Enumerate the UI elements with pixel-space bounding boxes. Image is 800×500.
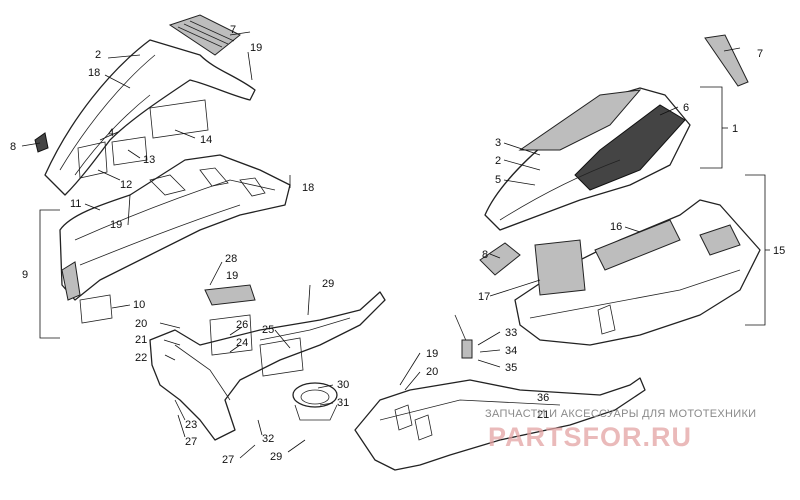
callout-21b: 21 — [537, 409, 549, 421]
callout-18b: 18 — [302, 182, 314, 194]
callout-6: 6 — [683, 102, 689, 114]
callout-13: 13 — [143, 154, 155, 166]
emblem-right-7 — [704, 34, 749, 87]
callout-labels: 7 19 2 18 8 4 14 13 12 18 11 19 9 28 19 … — [10, 24, 785, 466]
callout-34: 34 — [505, 345, 517, 357]
bracket-28 — [204, 284, 256, 306]
callout-21: 21 — [135, 334, 147, 346]
callout-7: 7 — [230, 24, 236, 36]
hood-upper-left — [34, 14, 256, 196]
hood-decals — [77, 99, 209, 179]
callout-19d: 19 — [426, 348, 438, 360]
callout-8b: 8 — [482, 249, 488, 261]
watermark-logo: PARTSFOR.RU — [488, 422, 692, 452]
vent-grille-8-right — [479, 242, 521, 276]
callout-19: 19 — [250, 42, 262, 54]
callout-4: 4 — [108, 127, 114, 139]
callout-30: 30 — [337, 379, 349, 391]
callout-19c: 19 — [226, 270, 238, 282]
decal-10 — [79, 294, 113, 324]
callout-35: 35 — [505, 362, 517, 374]
leader-lines — [21, 31, 770, 459]
callout-26: 26 — [236, 319, 248, 331]
side-panel-lower — [149, 284, 386, 441]
callout-15: 15 — [773, 245, 785, 257]
decal-17 — [534, 239, 586, 296]
callout-9: 9 — [22, 269, 28, 281]
callout-19b: 19 — [110, 219, 122, 231]
watermark-caption: ЗАПЧАСТИ И АКСЕССУАРЫ ДЛЯ МОТОТЕХНИКИ — [485, 408, 756, 420]
hood-assembled-right — [484, 34, 749, 231]
callout-32: 32 — [262, 433, 274, 445]
side-panel-lower-right — [354, 314, 646, 471]
callout-27: 27 — [185, 436, 197, 448]
callout-23: 23 — [185, 419, 197, 431]
callout-8: 8 — [10, 141, 16, 153]
callout-2b: 2 — [495, 155, 501, 167]
belly-pan-right — [514, 199, 761, 346]
callout-11: 11 — [70, 198, 81, 210]
hood-stripe-decal — [574, 104, 686, 191]
callout-2: 2 — [95, 49, 101, 61]
callout-17: 17 — [478, 291, 490, 303]
callout-33: 33 — [505, 327, 517, 339]
callout-18: 18 — [88, 67, 100, 79]
callout-25: 25 — [262, 324, 274, 336]
callout-12: 12 — [120, 179, 132, 191]
callout-1: 1 — [732, 123, 738, 135]
callout-14: 14 — [200, 134, 212, 146]
callout-3: 3 — [495, 137, 501, 149]
callout-20: 20 — [135, 318, 147, 330]
vent-ring — [292, 382, 338, 421]
belly-pan-left — [59, 154, 291, 301]
callout-29: 29 — [322, 278, 334, 290]
emblem-left — [34, 132, 49, 153]
callout-10: 10 — [133, 299, 145, 311]
watermark: ЗАПЧАСТИ И АКСЕССУАРЫ ДЛЯ МОТОТЕХНИКИ PA… — [485, 408, 756, 452]
callout-31: 31 — [337, 397, 349, 409]
callout-29b: 29 — [270, 451, 282, 463]
callout-20b: 20 — [426, 366, 438, 378]
callout-16: 16 — [610, 221, 622, 233]
callout-24: 24 — [236, 337, 248, 349]
callout-7b: 7 — [757, 48, 763, 60]
callout-27b: 27 — [222, 454, 234, 466]
vent-grille-top-left — [168, 14, 241, 56]
callout-22: 22 — [135, 352, 147, 364]
callout-5: 5 — [495, 174, 501, 186]
callout-36: 36 — [537, 392, 549, 404]
callout-28: 28 — [225, 253, 237, 265]
